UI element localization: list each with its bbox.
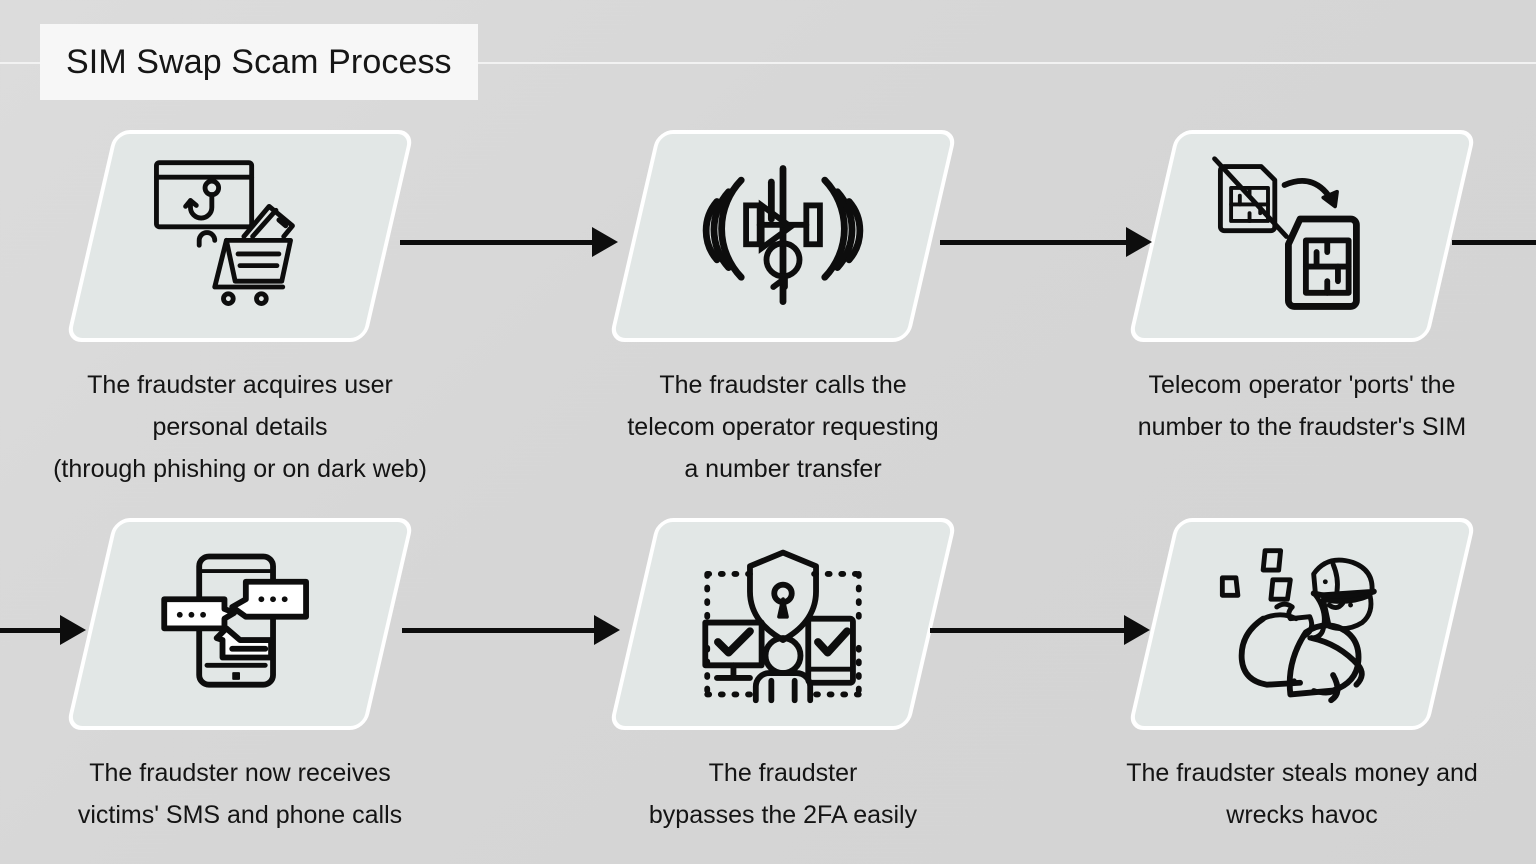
arrow-head [1126,227,1152,257]
arrow-step3-to-step4-offscreen [1452,222,1536,262]
arrow-step4-to-step5 [402,610,620,650]
step-3-caption: Telecom operator 'ports' the number to t… [1137,371,1467,441]
step-6-caption: The fraudster steals money and wrecks ha… [1126,759,1478,829]
arrow-step2-to-step3 [940,222,1152,262]
arrow-step5-to-step6 [930,610,1150,650]
process-step-5[interactable]: The fraudster bypasses the 2FA easily [608,518,958,836]
process-step-4[interactable]: The fraudster now receives victims' SMS … [65,518,415,836]
process-step-3[interactable]: Telecom operator 'ports' the number to t… [1127,130,1477,448]
arrow-step1-to-step2 [400,222,618,262]
process-step-6[interactable]: The fraudster steals money and wrecks ha… [1126,518,1478,836]
arrow-head [60,615,86,645]
arrow-head [592,227,618,257]
process-step-1[interactable]: The fraudster acquires user personal det… [53,130,427,490]
arrow-shaft [0,627,61,633]
arrow-shaft [402,627,595,633]
arrow-shaft [400,239,593,245]
arrow-shaft [930,627,1125,633]
step-1-caption: The fraudster acquires user personal det… [53,371,427,483]
step-4-caption: The fraudster now receives victims' SMS … [77,759,403,829]
step-2-tile [608,130,958,342]
step-3-tile [1127,130,1477,342]
page-title: SIM Swap Scam Process [66,42,452,81]
sim-swap-icon [1212,156,1360,310]
process-step-2[interactable]: The fraudster calls the telecom operator… [608,130,958,490]
step-6-tile [1127,518,1477,730]
step-5-tile [608,518,958,730]
arrow-head [594,615,620,645]
step-5-caption: The fraudster bypasses the 2FA easily [648,759,918,829]
step-4-tile [65,518,415,730]
process-row-top: The fraudster acquires user personal det… [0,130,1536,490]
arrow-head [1124,615,1150,645]
phone-messages-icon [161,553,309,688]
arrow-shaft [940,239,1127,245]
step-2-caption: The fraudster calls the telecom operator… [627,371,939,483]
page-title-banner: SIM Swap Scam Process [40,24,478,100]
title-divider-line [0,62,1536,64]
thief-money-bag-icon [1219,548,1377,704]
cell-tower-signal-icon [702,165,864,305]
step-1-tile [65,130,415,342]
arrow-into-step4 [0,610,86,650]
process-row-bottom: The fraudster now receives victims' SMS … [0,518,1536,836]
phishing-browser-cart-icon [154,160,295,306]
two-factor-auth-icon [702,549,862,704]
arrow-shaft [1452,239,1536,245]
